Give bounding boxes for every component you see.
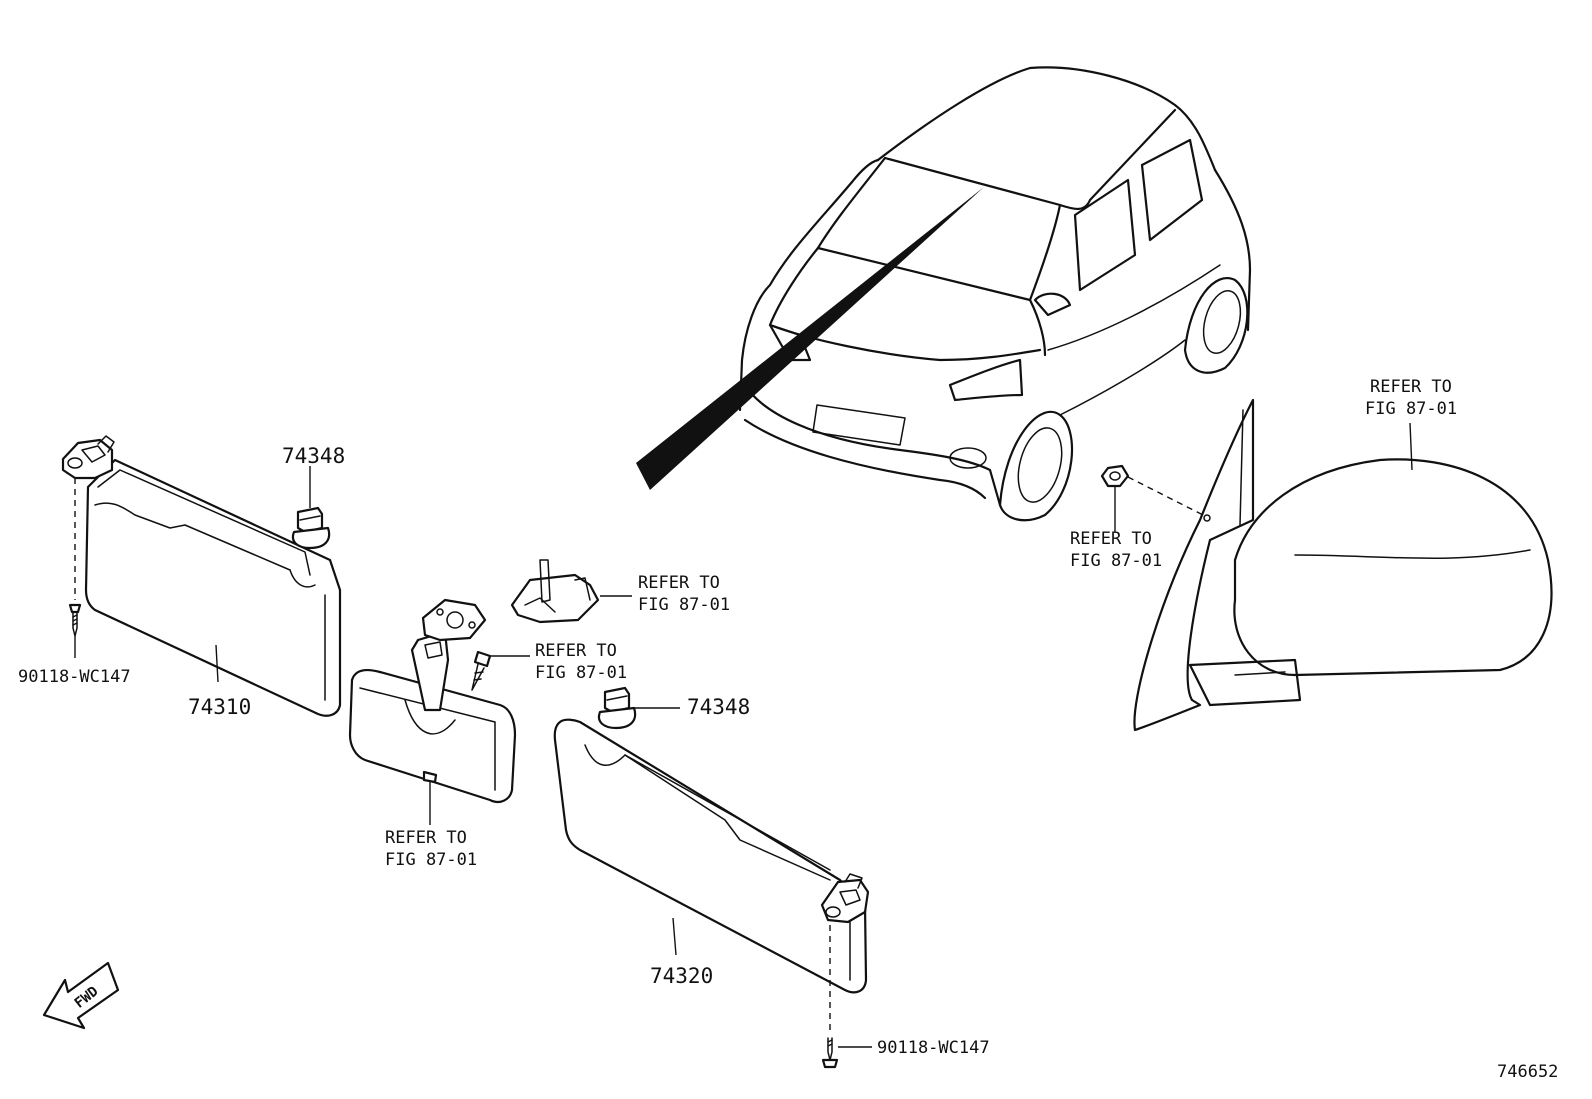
vehicle-outline xyxy=(738,66,1252,522)
inner-mirror xyxy=(348,598,517,825)
fwd-arrow-icon: FWD xyxy=(42,961,120,1030)
mirror-nut xyxy=(1100,464,1211,532)
part-number-74348-right: 74348 xyxy=(687,695,750,719)
screw-mid xyxy=(471,650,530,691)
screw-label-right: 90118-WC147 xyxy=(877,1038,990,1058)
refer-label-outer-mirror-l2: FIG 87-01 xyxy=(1365,399,1457,419)
refer-label-inner-mirror-l2: FIG 87-01 xyxy=(385,850,477,870)
refer-label-cover-l2: FIG 87-01 xyxy=(638,595,730,615)
figure-id: 746652 xyxy=(1497,1062,1558,1082)
refer-label-screw-l1: REFER TO xyxy=(535,641,617,661)
sun-visor-right xyxy=(553,718,870,994)
labels: REFER TO FIG 87-01 REFER TO FIG 87-01 RE… xyxy=(18,377,1558,1082)
refer-label-nut-l1: REFER TO xyxy=(1070,529,1152,549)
sun-visor-left xyxy=(61,435,342,717)
screw-left xyxy=(68,603,82,658)
refer-label-outer-mirror-l1: REFER TO xyxy=(1370,377,1452,397)
screw-right xyxy=(821,1037,872,1069)
part-number-74348-left: 74348 xyxy=(282,444,345,468)
refer-label-screw-l2: FIG 87-01 xyxy=(535,663,627,683)
callout-wedge xyxy=(636,187,984,490)
refer-label-cover-l1: REFER TO xyxy=(638,573,720,593)
screw-label-left: 90118-WC147 xyxy=(18,667,131,687)
outer-mirror xyxy=(1133,398,1553,732)
refer-label-inner-mirror-l1: REFER TO xyxy=(385,828,467,848)
visor-clip-left xyxy=(291,466,331,550)
part-number-74320: 74320 xyxy=(650,964,713,988)
mirror-cover xyxy=(510,559,632,624)
refer-label-nut-l2: FIG 87-01 xyxy=(1070,551,1162,571)
visor-clip-right xyxy=(597,686,680,730)
part-number-74310: 74310 xyxy=(188,695,251,719)
